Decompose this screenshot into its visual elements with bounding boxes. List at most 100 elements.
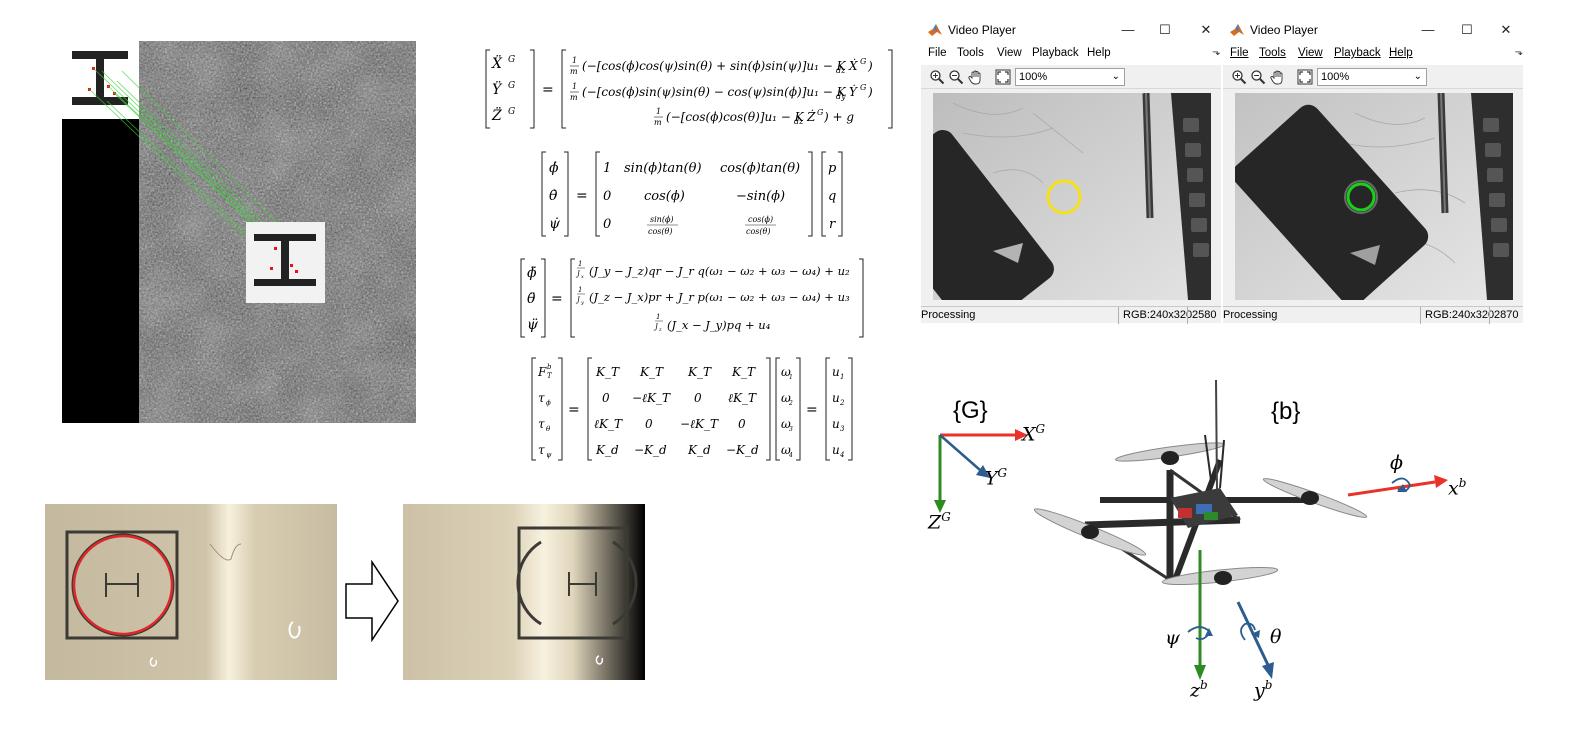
video-viewport[interactable]	[1223, 90, 1523, 304]
menu-tools[interactable]: Tools	[1259, 47, 1286, 59]
zb-axis-label: zb	[1190, 678, 1208, 702]
status-bar: Processing RGB:240x320 2580	[921, 306, 1221, 324]
minimize-button[interactable]: —	[1121, 22, 1135, 37]
svg-text:K_T: K_T	[639, 365, 664, 379]
svg-text:u: u	[832, 417, 840, 431]
close-button[interactable]: ✕	[1200, 22, 1212, 37]
svg-text:−K_d: −K_d	[634, 443, 667, 457]
window-title: Video Player	[1250, 23, 1318, 37]
svg-text:1: 1	[572, 56, 577, 65]
video-frame	[1235, 93, 1513, 300]
euler-rate-equation: ϕ̇ θ̇ ψ̇ = 1 sin(ϕ)tan(θ) cos(ϕ)tan(θ) 0…	[540, 150, 845, 244]
zoom-value: 100%	[1321, 71, 1350, 83]
title-bar[interactable]: Video Player — ☐ ✕	[921, 17, 1221, 43]
svg-text:z: z	[658, 327, 662, 333]
svg-text:r: r	[829, 217, 836, 232]
resolution-readout: RGB:240x320	[1118, 307, 1192, 324]
svg-text:u: u	[832, 443, 840, 457]
zoom-out-icon[interactable]	[948, 69, 964, 85]
svg-text:=: =	[551, 291, 563, 307]
svg-text:K_T: K_T	[595, 365, 620, 379]
video-player-window-2[interactable]: Video Player — ☐ ✕ ⬎ File Tools View Pla…	[1212, 17, 1523, 324]
svg-text:): )	[867, 59, 873, 73]
maximize-button[interactable]: ☐	[1461, 22, 1473, 37]
menu-file[interactable]: File	[1230, 47, 1249, 59]
svg-text:dy: dy	[836, 92, 846, 101]
svg-text:m: m	[654, 118, 662, 127]
svg-text:1: 1	[572, 82, 577, 91]
video-player-window-1[interactable]: Video Player — ☐ ✕ File Tools View Playb…	[921, 17, 1221, 324]
video-viewport[interactable]	[921, 90, 1221, 304]
fit-to-window-icon[interactable]	[995, 69, 1011, 85]
svg-text:cos(θ): cos(θ)	[746, 227, 770, 236]
svg-text:ψ̇: ψ̇	[549, 216, 561, 232]
zoom-in-icon[interactable]	[929, 69, 945, 85]
svg-text:b: b	[547, 363, 552, 371]
svg-text:cos(ϕ)tan(θ): cos(ϕ)tan(θ)	[720, 161, 800, 176]
svg-text:ψ̈: ψ̈	[527, 317, 539, 333]
svg-text:1: 1	[603, 161, 611, 176]
pitch-angle-label: θ	[1270, 626, 1282, 648]
zoom-select[interactable]: 100% ⌄	[1015, 68, 1125, 86]
svg-text:K_d: K_d	[687, 443, 711, 457]
svg-text:J: J	[575, 296, 581, 304]
menu-help[interactable]: Help	[1087, 47, 1111, 59]
menu-help[interactable]: Help	[1389, 47, 1413, 59]
menu-playback[interactable]: Playback	[1334, 47, 1381, 59]
svg-text:τ: τ	[538, 443, 545, 457]
maximize-button[interactable]: ☐	[1159, 22, 1171, 37]
phone-on-desk-frame	[933, 93, 1211, 300]
svg-text:J: J	[653, 323, 659, 331]
zoom-in-icon[interactable]	[1231, 69, 1247, 85]
menu-file[interactable]: File	[928, 47, 947, 59]
helipad-processed-photo	[403, 504, 645, 680]
close-button[interactable]: ✕	[1500, 22, 1512, 37]
svg-text:sin(ϕ)tan(θ): sin(ϕ)tan(θ)	[624, 161, 702, 176]
svg-text:θ: θ	[546, 425, 551, 433]
svg-text:): )	[867, 85, 873, 99]
tracking-marker	[1046, 179, 1082, 215]
svg-text:0: 0	[603, 189, 611, 204]
svg-text:cos(ϕ): cos(ϕ)	[748, 215, 773, 224]
menu-view[interactable]: View	[1298, 47, 1323, 59]
svg-text:J: J	[575, 270, 581, 278]
pan-hand-icon[interactable]	[968, 69, 984, 85]
status-bar: Processing RGB:240x320 2870	[1223, 306, 1523, 324]
matlab-app-icon	[1230, 24, 1244, 36]
svg-text:θ̇: θ̇	[549, 188, 558, 204]
svg-text:G: G	[817, 108, 824, 117]
yaw-angle-label: ψ	[1165, 627, 1180, 649]
matlab-app-icon	[928, 24, 942, 36]
eq1-lhs-y: Ÿ	[492, 80, 503, 98]
toolbar: 100% ⌄	[1223, 65, 1523, 89]
svg-text:0: 0	[645, 417, 653, 431]
svg-text:0: 0	[694, 391, 702, 405]
frame-number-readout: 2870	[1489, 307, 1523, 324]
svg-text:=: =	[806, 402, 818, 418]
svg-text:ψ: ψ	[546, 451, 552, 459]
chevron-down-icon: ⌄	[1111, 71, 1120, 82]
svg-text:sin(ϕ): sin(ϕ)	[650, 215, 674, 224]
svg-text:G: G	[508, 55, 515, 65]
helipad-detected-graphic	[45, 504, 337, 680]
svg-text:τ: τ	[538, 391, 545, 405]
zoom-out-icon[interactable]	[1250, 69, 1266, 85]
status-text: Processing	[1223, 309, 1278, 321]
svg-text:=: =	[576, 188, 588, 204]
pin-icon[interactable]: ⬎	[1212, 47, 1221, 58]
menu-playback[interactable]: Playback	[1032, 47, 1079, 59]
menu-tools[interactable]: Tools	[957, 47, 984, 59]
fit-to-window-icon[interactable]	[1297, 69, 1313, 85]
phone-on-desk-frame	[1235, 93, 1513, 300]
pin-icon[interactable]: ⬎	[1514, 47, 1523, 58]
minimize-button[interactable]: —	[1421, 22, 1435, 37]
zoom-select[interactable]: 100% ⌄	[1317, 68, 1427, 86]
svg-text:u: u	[832, 391, 840, 405]
helipad-processed-graphic	[403, 504, 645, 680]
frame-number-readout: 2580	[1187, 307, 1221, 324]
yb-axis-label: yb	[1254, 678, 1273, 702]
menu-view[interactable]: View	[997, 47, 1022, 59]
title-bar[interactable]: Video Player — ☐ ✕	[1223, 17, 1523, 43]
svg-text:m: m	[570, 93, 578, 102]
pan-hand-icon[interactable]	[1270, 69, 1286, 85]
